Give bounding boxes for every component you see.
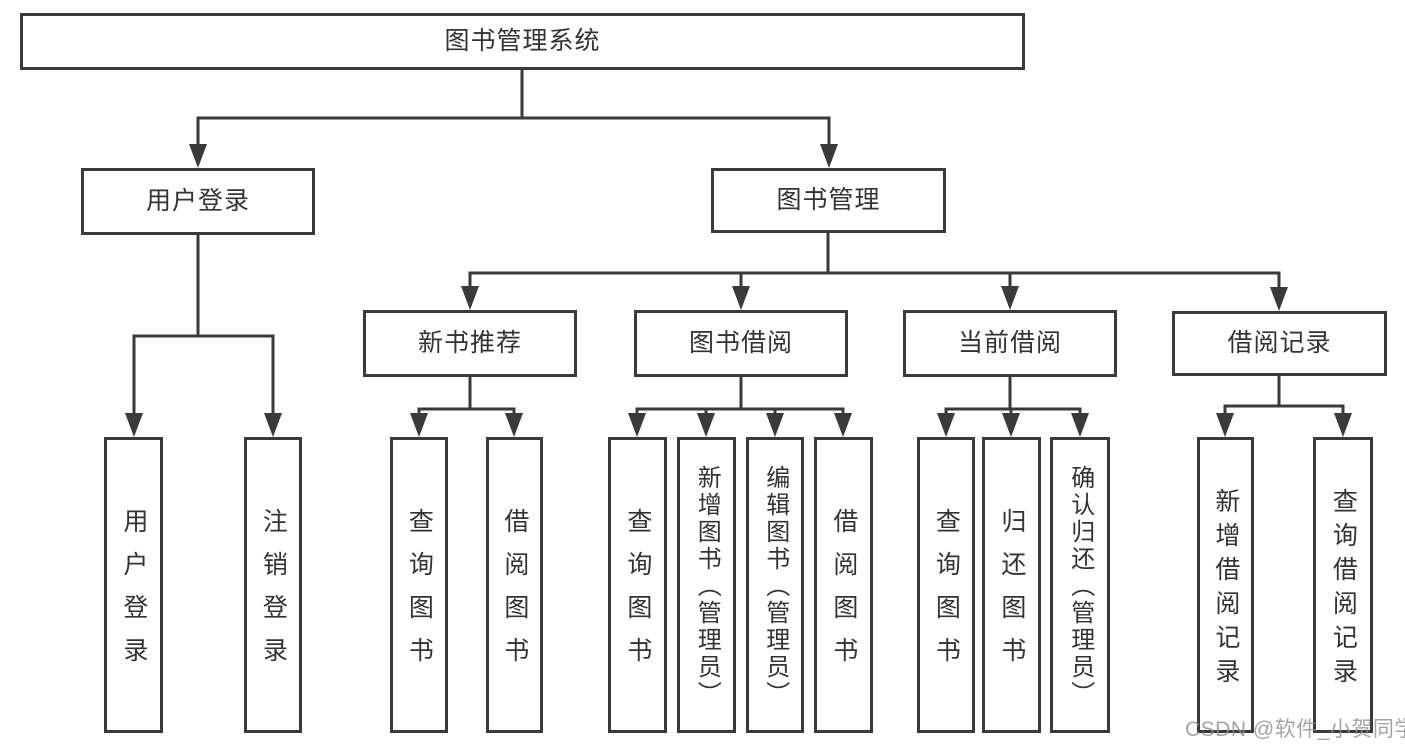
connector-bookmgmt-to-level3 bbox=[468, 233, 1281, 288]
leaf-query-books-current: 查询图书 bbox=[917, 437, 975, 733]
connector-arrowheads bbox=[125, 144, 1352, 437]
connector-newbook-to-leaves bbox=[417, 377, 516, 415]
node-user-login: 用户登录 bbox=[81, 168, 315, 235]
node-current-borrowing: 当前借阅 bbox=[903, 310, 1117, 377]
connector-current-to-leaves bbox=[944, 377, 1082, 415]
leaf-add-books-admin: 新增图书（管理员） bbox=[677, 437, 736, 733]
connector-root-to-level2 bbox=[196, 70, 831, 146]
leaf-user-login: 用户登录 bbox=[104, 437, 163, 733]
connector-paths bbox=[132, 70, 1345, 415]
connector-records-to-leaves bbox=[1223, 376, 1345, 415]
csdn-watermark: CSDN @软件_小贺同学 bbox=[1185, 718, 1405, 741]
leaf-edit-books-admin: 编辑图书（管理员） bbox=[746, 437, 804, 733]
leaf-query-books-borrowing: 查询图书 bbox=[608, 437, 667, 733]
node-book-management: 图书管理 bbox=[711, 168, 946, 233]
leaf-add-borrow-record: 新增借阅记录 bbox=[1197, 437, 1254, 733]
leaf-confirm-return-admin: 确认归还（管理员） bbox=[1050, 437, 1110, 733]
leaf-query-borrow-record: 查询借阅记录 bbox=[1313, 437, 1373, 733]
connector-userlogin-to-leaves bbox=[132, 235, 275, 415]
node-root-library-system: 图书管理系统 bbox=[20, 13, 1025, 70]
leaf-borrow-books-borrowing: 借阅图书 bbox=[814, 437, 873, 733]
leaf-return-books: 归还图书 bbox=[982, 437, 1041, 733]
leaf-logout: 注销登录 bbox=[244, 437, 302, 733]
leaf-query-books-recommend: 查询图书 bbox=[390, 437, 448, 733]
node-new-book-recommend: 新书推荐 bbox=[363, 310, 577, 377]
leaf-borrow-books-recommend: 借阅图书 bbox=[486, 437, 543, 733]
connector-borrowing-to-leaves bbox=[635, 377, 845, 415]
node-book-borrowing: 图书借阅 bbox=[634, 310, 848, 377]
node-borrowing-records: 借阅记录 bbox=[1172, 311, 1387, 376]
